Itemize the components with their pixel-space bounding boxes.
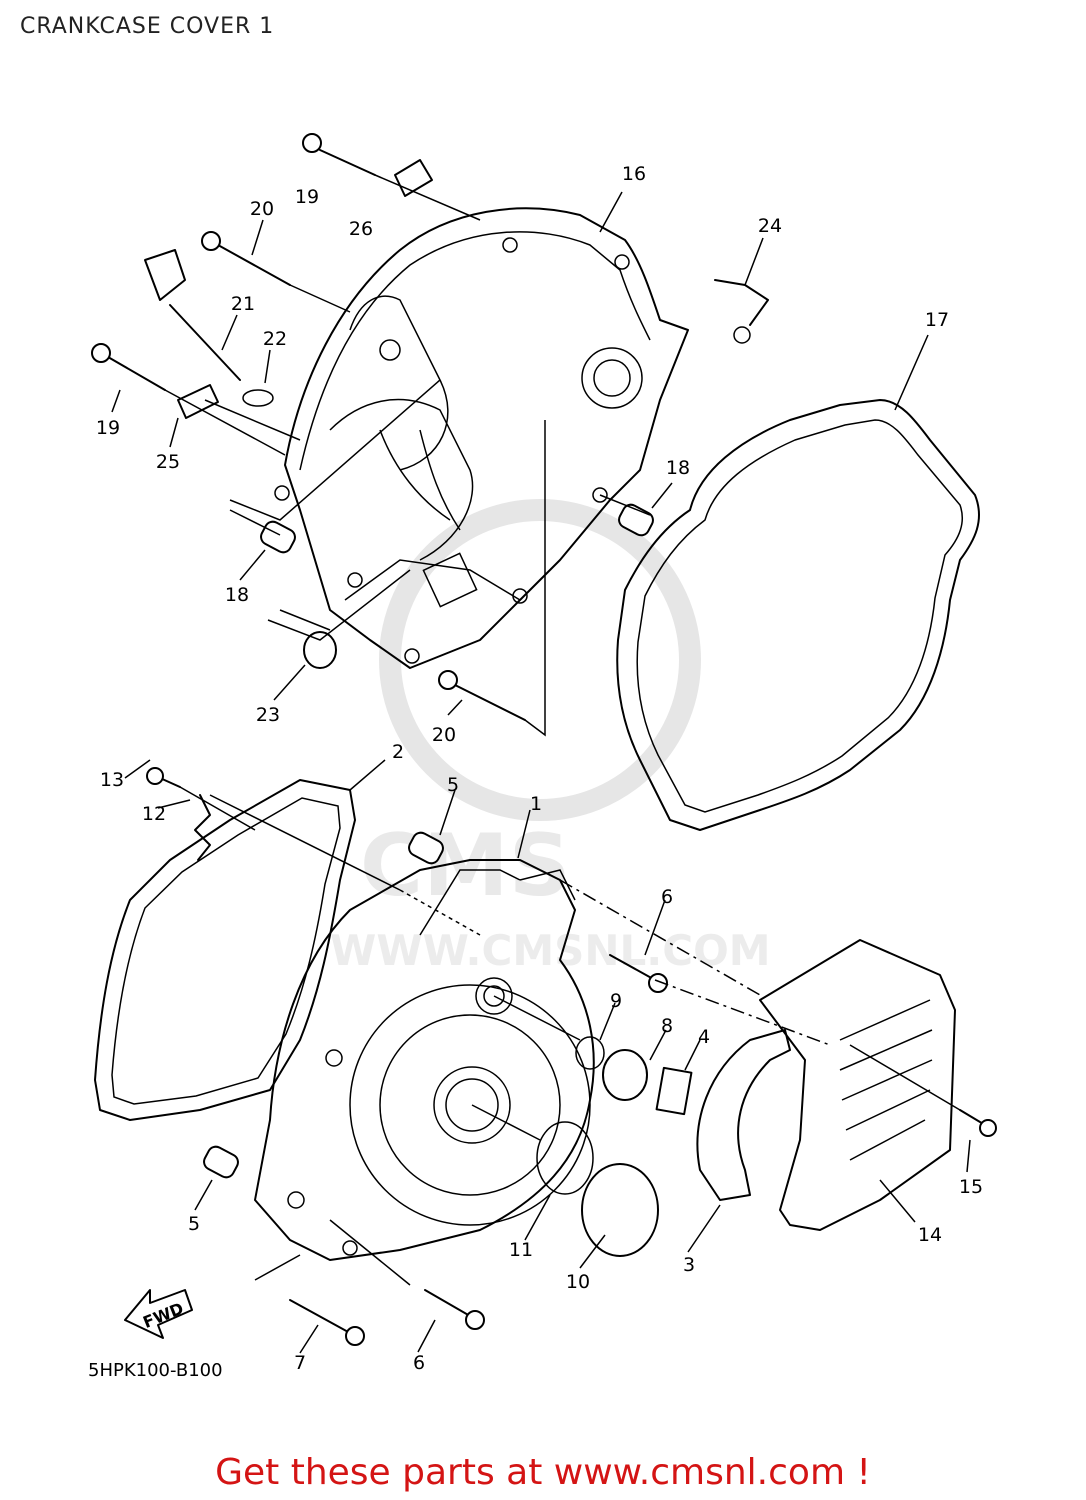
callout-11: 11 bbox=[509, 1239, 533, 1261]
crankcase-cover-upper bbox=[274, 207, 689, 669]
callout-5-bottom: 5 bbox=[188, 1213, 200, 1235]
callout-numbers: 19 26 16 20 24 21 22 17 19 25 18 18 23 2… bbox=[96, 163, 983, 1374]
callout-19-top: 19 bbox=[295, 186, 319, 208]
gasket-upper-inner bbox=[636, 419, 964, 813]
callout-16: 16 bbox=[622, 163, 646, 185]
callout-12: 12 bbox=[142, 803, 166, 825]
callout-9: 9 bbox=[610, 990, 622, 1012]
callout-17: 17 bbox=[925, 309, 949, 331]
callout-21: 21 bbox=[231, 293, 255, 315]
watermark-logo: CMS WWW.CMSNL.COM bbox=[330, 499, 771, 975]
callout-8: 8 bbox=[661, 1015, 673, 1037]
callout-5-top: 5 bbox=[447, 774, 459, 796]
sprocket-cover bbox=[759, 939, 956, 1231]
callout-2: 2 bbox=[392, 741, 404, 763]
case-guard bbox=[696, 1029, 791, 1201]
callout-20-bottom: 20 bbox=[432, 724, 456, 746]
callout-6-lower: 6 bbox=[413, 1352, 425, 1374]
gasket-lower-inner bbox=[111, 797, 341, 1105]
small-parts bbox=[91, 133, 997, 1346]
exploded-parts-diagram: CMS WWW.CMSNL.COM bbox=[88, 133, 997, 1381]
gasket-upper bbox=[616, 399, 980, 831]
callout-19-left: 19 bbox=[96, 417, 120, 439]
callout-6-upper: 6 bbox=[661, 886, 673, 908]
crankcase-cover-lower bbox=[254, 859, 595, 1261]
callout-14: 14 bbox=[918, 1224, 942, 1246]
callout-25: 25 bbox=[156, 451, 180, 473]
leader-lines bbox=[111, 174, 971, 1354]
callout-3: 3 bbox=[683, 1254, 695, 1276]
callout-23: 23 bbox=[256, 704, 280, 726]
callout-24: 24 bbox=[758, 215, 782, 237]
callout-10: 10 bbox=[566, 1271, 590, 1293]
callout-18-left: 18 bbox=[225, 584, 249, 606]
gasket-lower bbox=[94, 779, 356, 1121]
sprocket-cover-slots bbox=[839, 999, 933, 1161]
footer-link-text[interactable]: Get these parts at www.cmsnl.com ! bbox=[215, 1452, 871, 1493]
watermark-url-text: WWW.CMSNL.COM bbox=[330, 926, 771, 975]
callout-7: 7 bbox=[294, 1352, 306, 1374]
watermark-main-text: CMS bbox=[360, 816, 571, 916]
callout-15: 15 bbox=[959, 1176, 983, 1198]
callout-4: 4 bbox=[698, 1026, 710, 1048]
part-code: 5HPK100-B100 bbox=[88, 1360, 223, 1381]
callout-26: 26 bbox=[349, 218, 373, 240]
callout-20-top: 20 bbox=[250, 198, 274, 220]
callout-1: 1 bbox=[530, 793, 542, 815]
callout-18-right: 18 bbox=[666, 457, 690, 479]
callout-13: 13 bbox=[100, 769, 124, 791]
fwd-arrow-label: FWD bbox=[140, 1299, 186, 1332]
page-title: CRANKCASE COVER 1 bbox=[20, 14, 275, 39]
callout-22: 22 bbox=[263, 328, 287, 350]
